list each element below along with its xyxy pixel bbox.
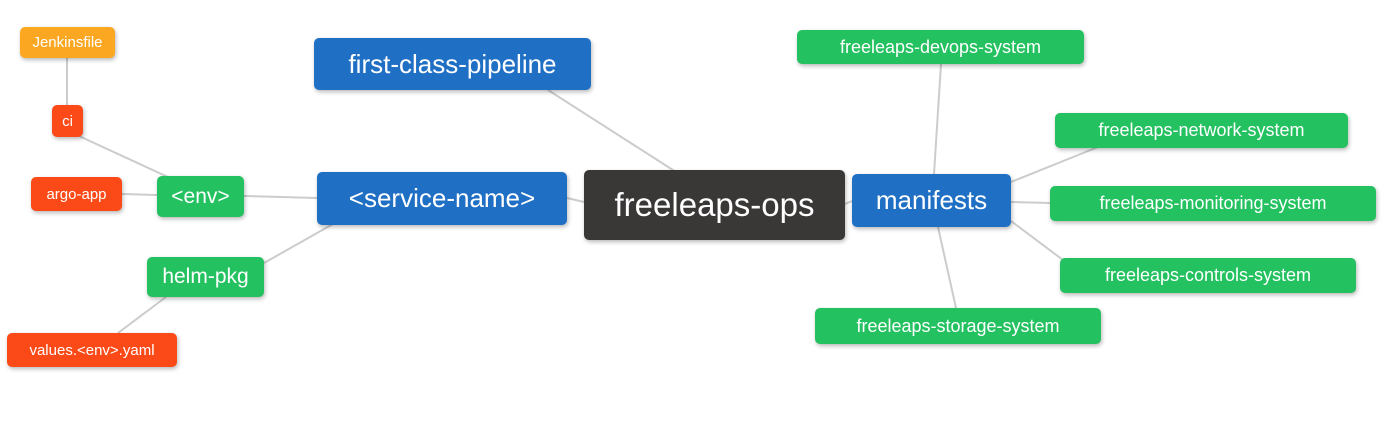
edge-helm-pkg-to-service-name — [263, 223, 334, 264]
edge-manifests-to-freeleaps-controls-system — [1010, 220, 1064, 261]
edge-argo-app-to-env — [121, 193, 158, 196]
node-label: freeleaps-devops-system — [839, 36, 1042, 57]
node-freeleaps-controls-system[interactable]: freeleaps-controls-system — [1060, 258, 1356, 293]
node-freeleaps-monitoring-system[interactable]: freeleaps-monitoring-system — [1050, 186, 1376, 221]
edge-manifests-to-freeleaps-monitoring-system — [1010, 201, 1051, 204]
node-ci[interactable]: ci — [52, 105, 83, 137]
edge-first-class-pipeline-to-freeleaps-ops — [547, 89, 677, 173]
node-label: <service-name> — [348, 183, 536, 213]
node-label: values.<env>.yaml — [29, 341, 155, 359]
edge-ci-to-env — [78, 135, 171, 179]
node-label: freeleaps-controls-system — [1104, 265, 1312, 285]
node-label: freeleaps-monitoring-system — [1099, 193, 1327, 213]
node-freeleaps-network-system[interactable]: freeleaps-network-system — [1055, 113, 1348, 148]
node-label: first-class-pipeline — [348, 48, 557, 79]
node-label: manifests — [875, 185, 988, 215]
node-label: freeleaps-ops — [614, 186, 815, 223]
edge-manifests-to-freeleaps-network-system — [1010, 146, 1099, 183]
node-label: freeleaps-storage-system — [856, 315, 1060, 336]
edge-helm-pkg-to-values-env-yaml — [117, 296, 167, 334]
edge-service-name-to-freeleaps-ops — [566, 197, 585, 203]
edge-manifests-to-freeleaps-storage-system — [937, 226, 957, 309]
node-label: ci — [62, 112, 73, 130]
node-manifests[interactable]: manifests — [852, 174, 1011, 227]
node-label: Jenkinsfile — [32, 34, 103, 51]
node-freeleaps-devops-system[interactable]: freeleaps-devops-system — [797, 30, 1084, 64]
edge-manifests-to-freeleaps-devops-system — [933, 63, 942, 175]
node-label: helm-pkg — [162, 265, 249, 288]
node-label: <env> — [171, 184, 230, 208]
node-values-env-yaml[interactable]: values.<env>.yaml — [7, 333, 177, 367]
node-service-name[interactable]: <service-name> — [317, 172, 567, 225]
node-label: freeleaps-network-system — [1098, 120, 1305, 140]
node-env[interactable]: <env> — [157, 176, 244, 217]
node-argo-app[interactable]: argo-app — [31, 177, 122, 211]
node-first-class-pipeline[interactable]: first-class-pipeline — [314, 38, 591, 90]
node-jenkinsfile[interactable]: Jenkinsfile — [20, 27, 115, 58]
node-freeleaps-ops[interactable]: freeleaps-ops — [584, 170, 845, 240]
edge-env-to-service-name — [243, 195, 318, 199]
node-freeleaps-storage-system[interactable]: freeleaps-storage-system — [815, 308, 1101, 344]
node-label: argo-app — [46, 185, 107, 203]
node-helm-pkg[interactable]: helm-pkg — [147, 257, 264, 297]
edge-freeleaps-ops-to-manifests — [844, 200, 853, 205]
